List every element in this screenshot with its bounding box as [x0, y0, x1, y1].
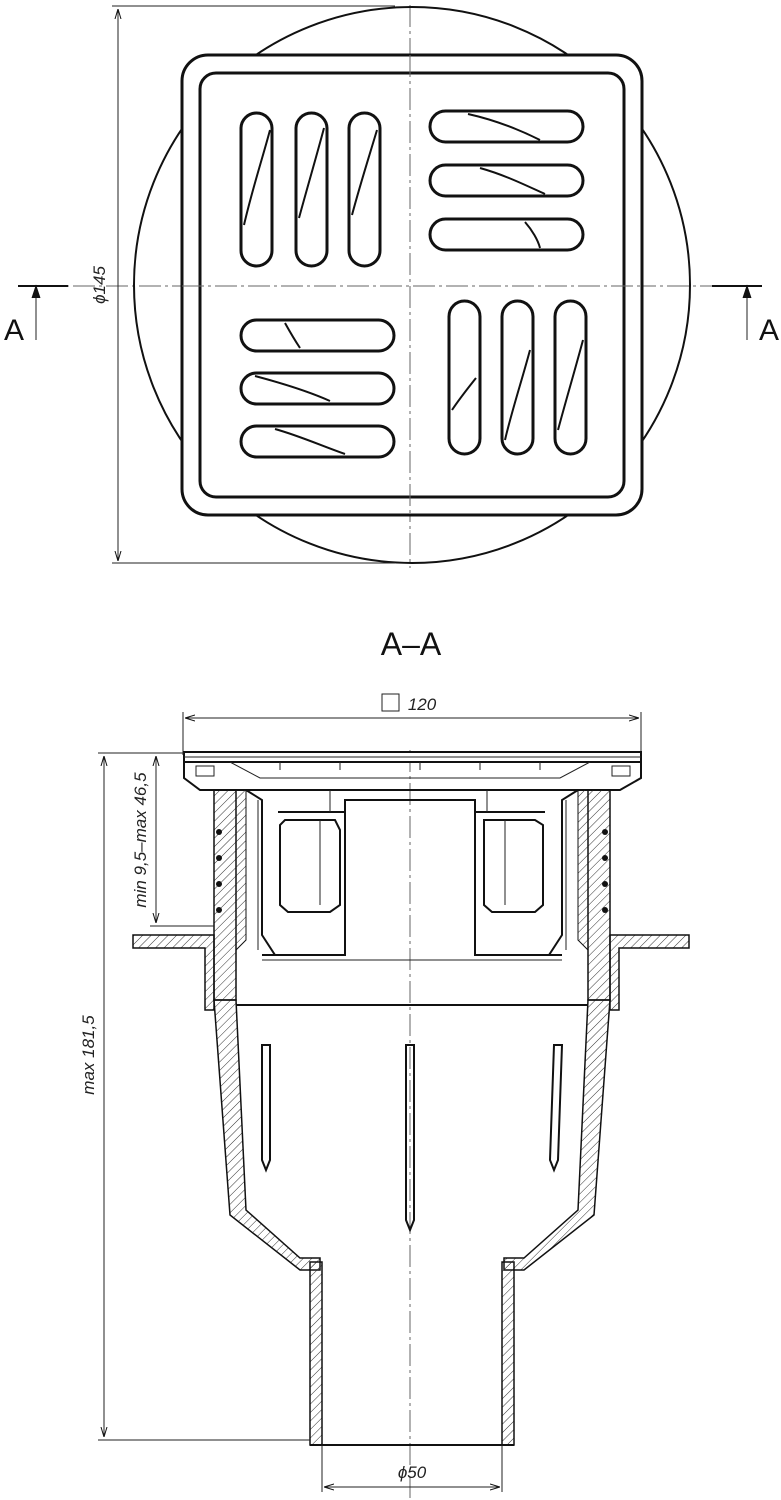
section-marker-left: A: [4, 284, 68, 347]
grate-slot: [447, 299, 482, 456]
frame-width-dimension: 120: [182, 693, 642, 755]
grate-slot: [428, 109, 585, 144]
trap-insert: [262, 790, 562, 961]
slot-reflection: [557, 339, 584, 431]
slot-reflection: [254, 375, 331, 402]
outlet-diameter-label: ϕ50: [398, 1463, 427, 1482]
slot-group-top-left: [239, 111, 382, 268]
slot-group-bottom-left: [239, 318, 396, 459]
slot-reflection: [504, 349, 531, 441]
slot-reflection: [298, 127, 325, 219]
grate-frame-outer: [180, 53, 644, 517]
slot-group-bottom-right: [447, 299, 588, 456]
grate-frame-inner: [198, 71, 626, 499]
grate-slot: [239, 424, 396, 459]
slot-reflection: [467, 113, 541, 141]
slot-reflection: [524, 221, 541, 249]
grate-slot: [347, 111, 382, 268]
slot-reflection: [451, 377, 477, 411]
slot-reflection: [284, 322, 301, 349]
slot-group-top-right: [428, 109, 585, 252]
total-height-dimension: max 181,5: [79, 752, 310, 1441]
section-marker-right: A: [712, 284, 779, 347]
lower-body: [213, 999, 611, 1271]
grate-slot: [553, 299, 588, 456]
section-letter-left: A: [4, 314, 24, 347]
grate-slot: [239, 318, 396, 353]
diameter-label: ϕ145: [90, 266, 109, 304]
grate-slot: [428, 163, 585, 198]
adjust-range-label: min 9,5–max 46,5: [131, 772, 150, 908]
seal-rings: [216, 829, 608, 913]
total-height-label: max 181,5: [79, 1015, 98, 1095]
diameter-dimension: ϕ145: [90, 5, 395, 564]
outlet-pipe: [309, 1261, 515, 1446]
section-view: 120: [79, 693, 690, 1500]
top-view: ϕ145 A A: [4, 5, 779, 568]
square-symbol: [381, 693, 400, 712]
flange-circle: [133, 6, 691, 564]
floor-flange: [132, 934, 690, 1011]
grate-slot: [239, 371, 396, 406]
slot-reflection: [243, 129, 271, 226]
section-letter-right: A: [759, 314, 779, 347]
slot-reflection: [479, 167, 546, 195]
grate-slot: [500, 299, 535, 456]
grate-slot: [239, 111, 274, 268]
grate-slot: [428, 217, 585, 252]
grate-slot: [294, 111, 329, 268]
outlet-diameter-dimension: ϕ50: [321, 1445, 503, 1492]
section-title: A–A: [381, 626, 442, 662]
slot-reflection: [351, 129, 378, 216]
frame-width-label: 120: [408, 695, 437, 714]
adjust-range-dimension: min 9,5–max 46,5: [131, 752, 214, 927]
grate-section: [183, 751, 642, 791]
slot-reflection: [274, 428, 346, 455]
